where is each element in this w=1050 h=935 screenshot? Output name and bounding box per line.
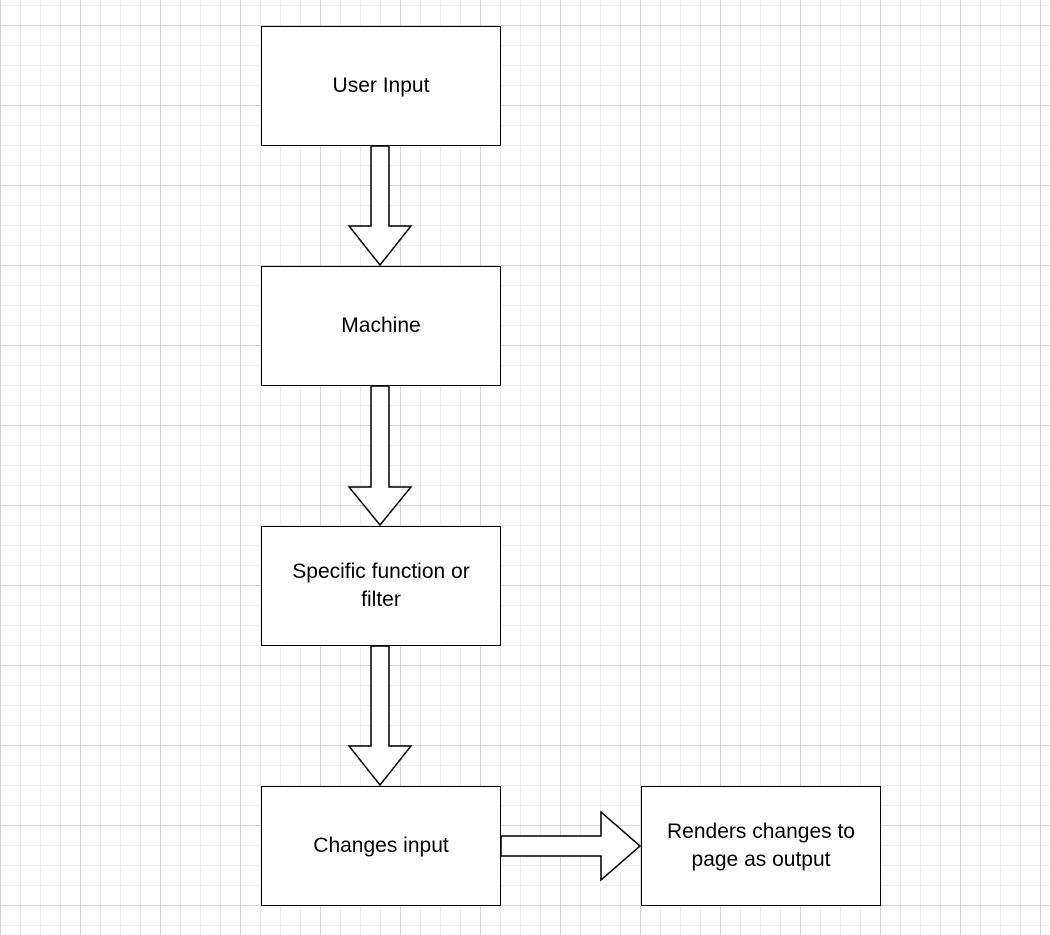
node-machine[interactable]: Machine (261, 266, 501, 386)
arrow-changes-input-to-renders-output (500, 810, 642, 882)
node-renders-output-label: Renders changes to page as output (667, 820, 855, 871)
node-user-input-label: User Input (332, 74, 430, 97)
node-machine-label: Machine (341, 314, 421, 337)
arrow-machine-to-specific-function (347, 385, 413, 527)
node-changes-input[interactable]: Changes input (261, 786, 501, 906)
node-specific-function-label: Specific function or filter (292, 560, 470, 611)
arrow-specific-function-to-changes-input (347, 645, 413, 787)
node-changes-input-label: Changes input (313, 834, 449, 857)
node-renders-output[interactable]: Renders changes to page as output (641, 786, 881, 906)
node-user-input[interactable]: User Input (261, 26, 501, 146)
arrow-user-input-to-machine (347, 145, 413, 267)
node-specific-function[interactable]: Specific function or filter (261, 526, 501, 646)
